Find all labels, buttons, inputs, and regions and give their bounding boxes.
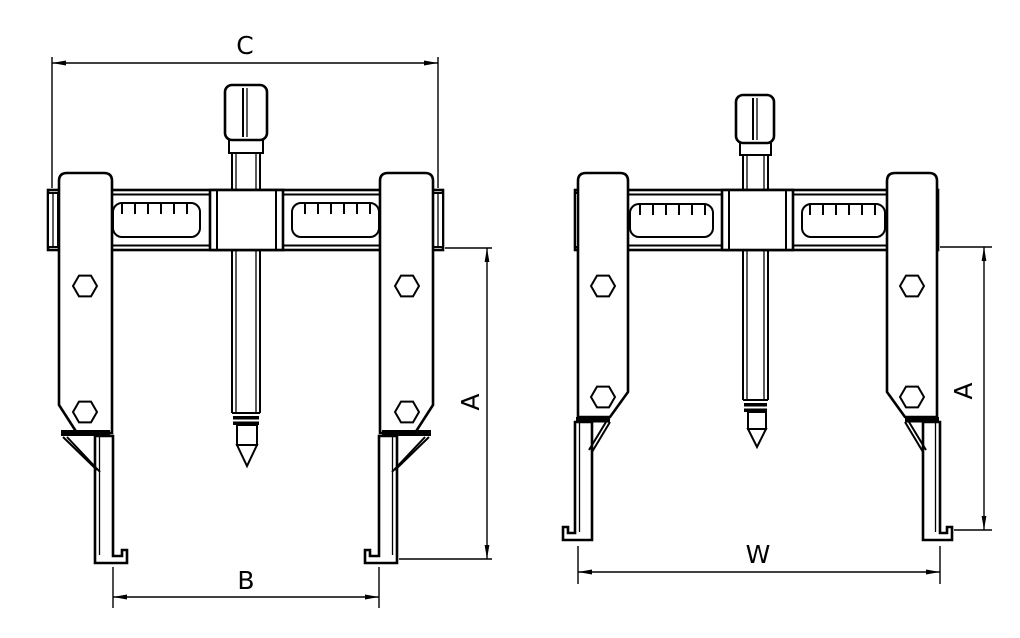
arrowhead [981,516,987,530]
spindle-collar [739,143,772,156]
arm [57,171,114,435]
arrowhead [113,594,127,600]
spindle-tip-cone [235,444,259,469]
center-block [208,188,285,252]
dimension-b: B [112,566,380,608]
left-puller-view: C B A [46,31,492,608]
upper-hex-bolt [72,274,98,298]
arrowhead [484,545,490,559]
lower-hex-bolt [72,400,98,424]
spindle-tip-cylinder [747,411,767,430]
hex-head [734,93,776,145]
arm-leg-assembly-left [57,171,201,565]
dim-c-label: C [236,31,253,60]
center-block [720,188,795,252]
spindle-groove [744,408,767,412]
scale-window [629,203,714,238]
spindle-groove [233,421,259,425]
lower-hex-bolt [590,385,616,409]
spindle [223,83,269,469]
dim-b-label: B [237,566,254,595]
jaw-leg [561,420,594,542]
scale-ticks [639,205,706,215]
dimension-c: C [51,31,439,188]
spindle-groove [233,416,259,420]
dim-a-left-label: A [456,393,485,410]
arrowhead [981,247,987,261]
arrowhead [578,569,592,575]
dimension-a-right: A [940,246,992,531]
upper-hex-bolt [590,274,616,298]
dim-a-right-label: A [949,382,978,399]
arm-leg-assembly-left [561,171,714,542]
right-puller-view: A W [561,93,992,584]
jaw-leg [93,434,129,565]
dimension-a-left: A [399,247,492,560]
arrowhead [926,569,940,575]
arrowhead [424,60,438,66]
arrowhead [484,248,490,262]
spindle [734,93,776,450]
jaw-mount-bar [576,417,610,423]
spindle-tip-cone [746,428,768,450]
arrowhead [52,60,66,66]
scale-ticks [121,204,188,214]
dimension-w: W [577,540,941,584]
dim-w-label: W [746,540,771,569]
spindle-tip-cylinder [236,424,258,446]
hex-head [223,83,269,142]
jaw-mount-bar [61,430,110,436]
arrowhead [365,594,379,600]
spindle-groove [744,403,767,407]
spindle-collar [228,140,264,154]
